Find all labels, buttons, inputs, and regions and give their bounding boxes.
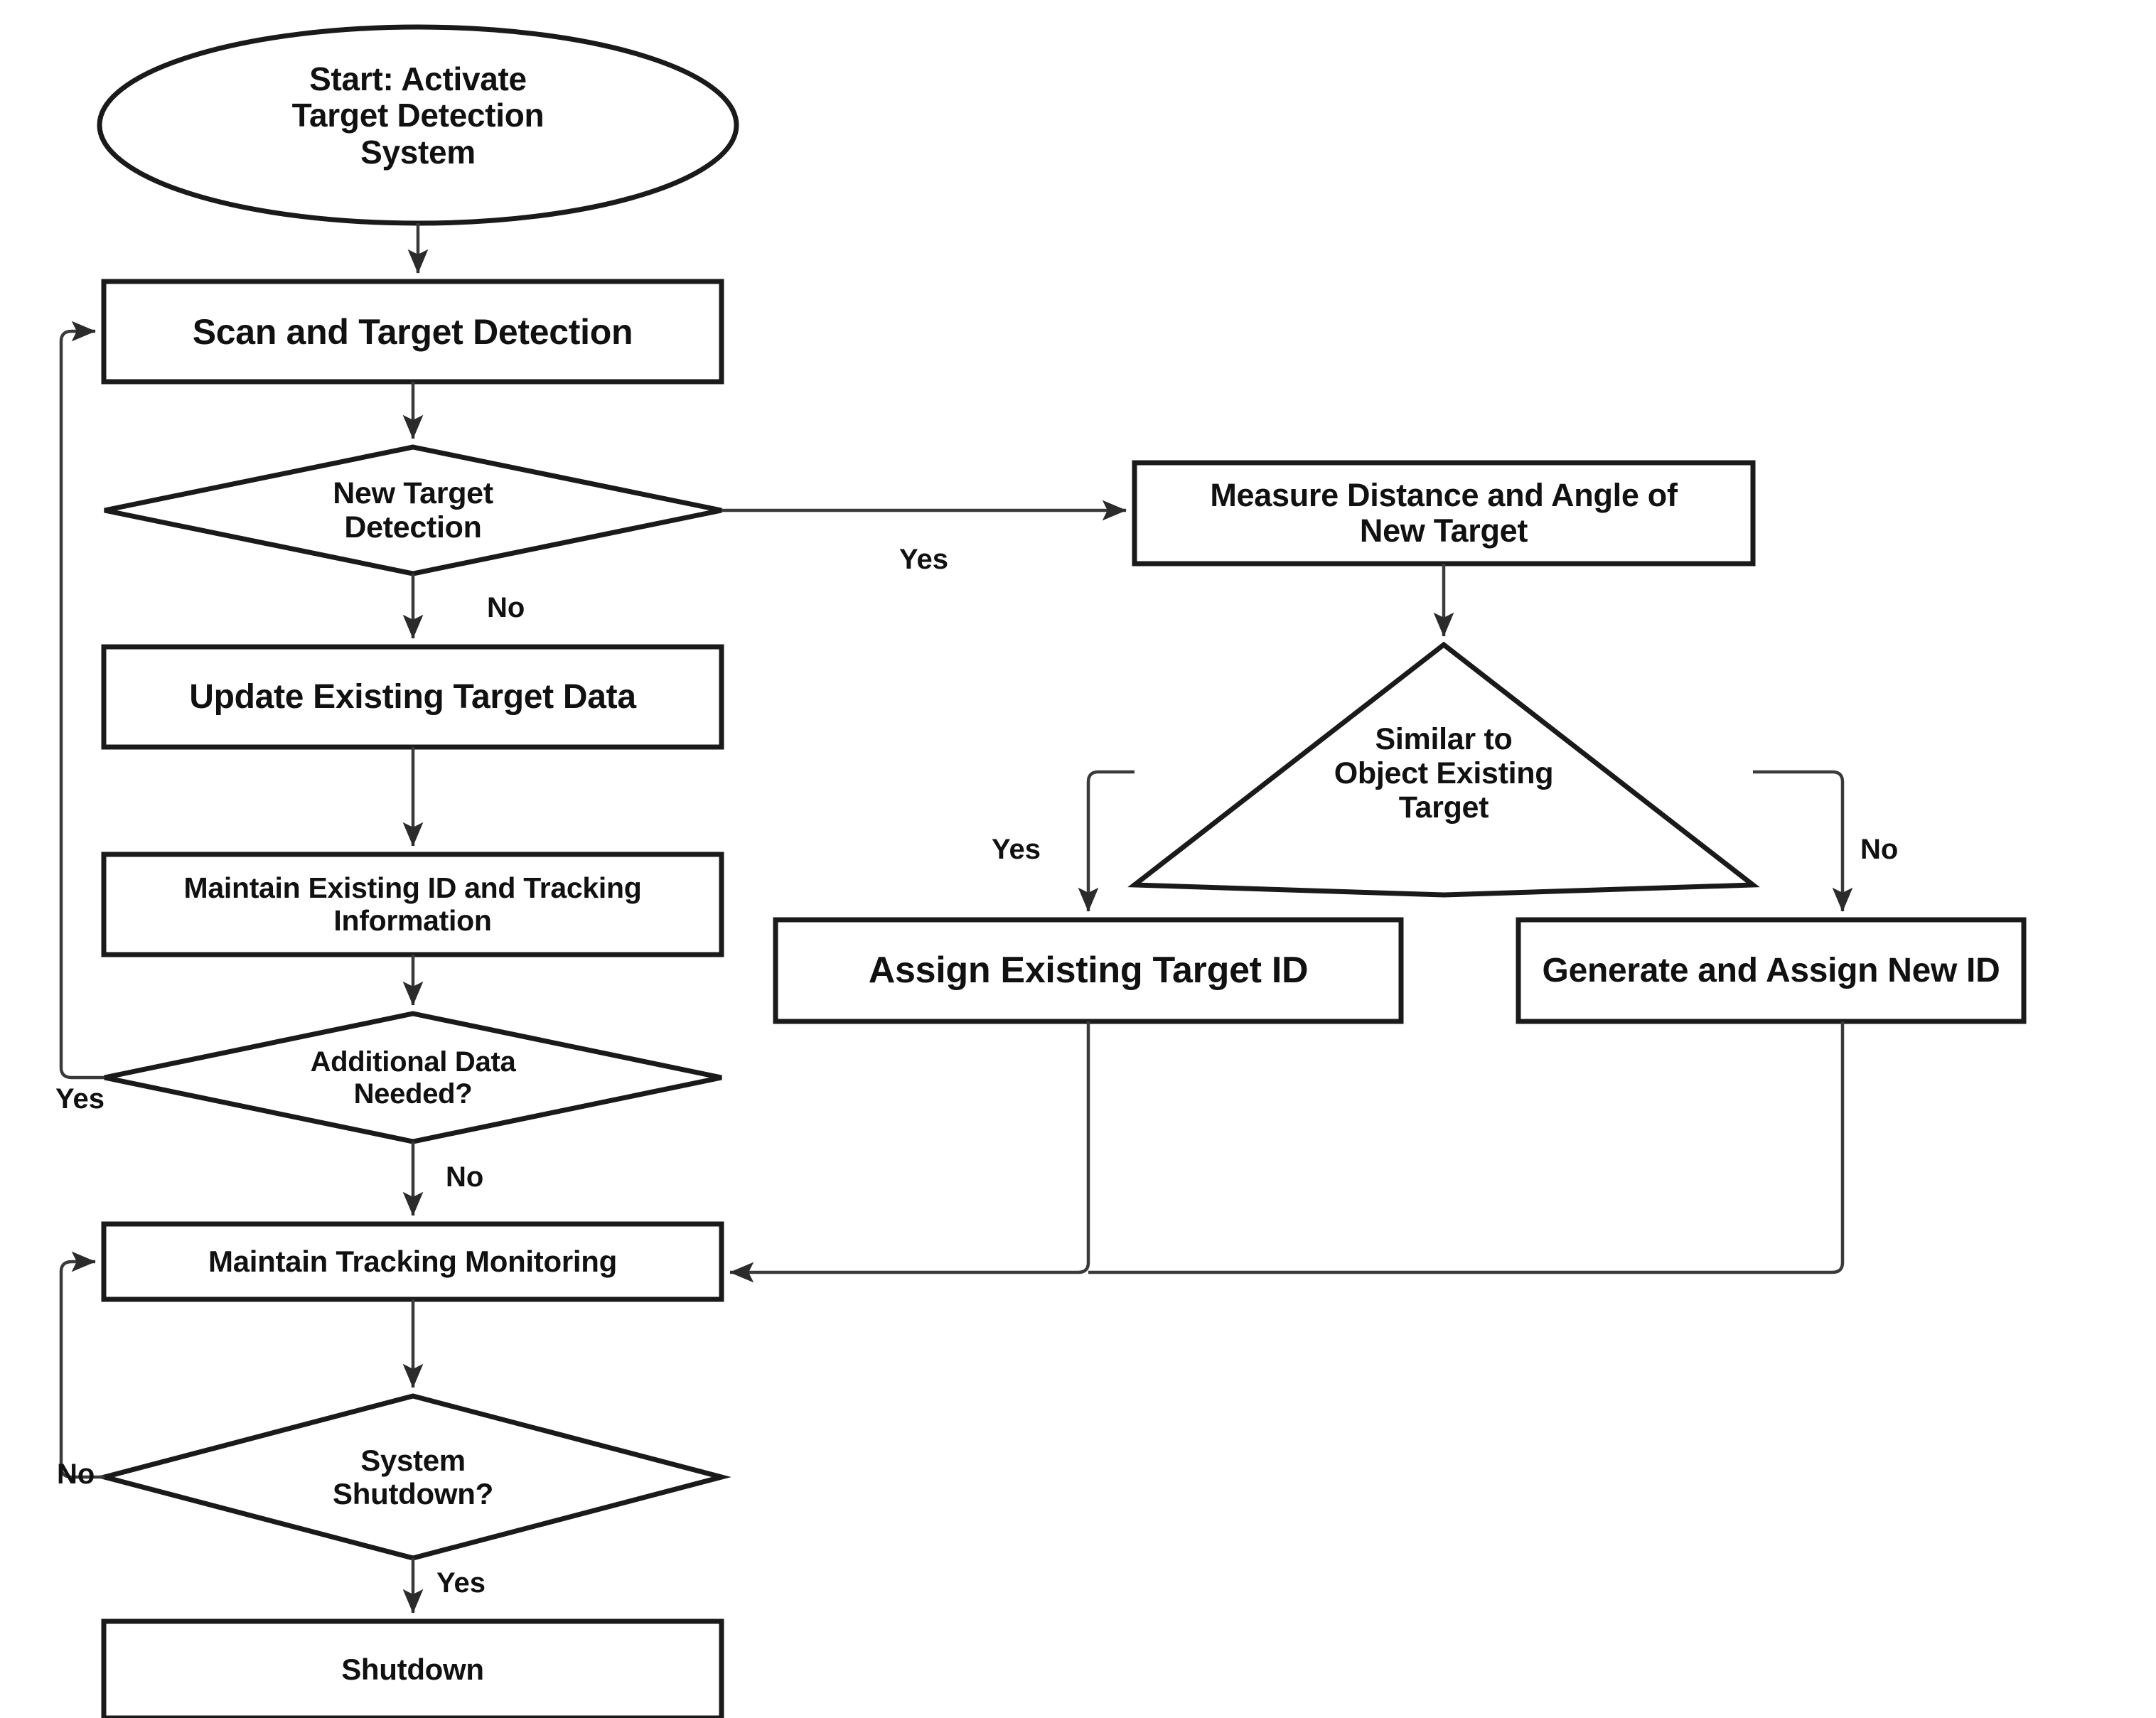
- generate-new-box-shape: [1516, 917, 2027, 1024]
- edge-generate-to-join: [1088, 1021, 1845, 1274]
- edge-assign-to-join: [729, 1021, 1090, 1283]
- edge-similar-no-to-generate: [1753, 770, 1853, 912]
- update-existing-box-shape: [101, 644, 724, 750]
- shutdown-box-shape: [101, 1618, 724, 1718]
- maintain-tracking-box-shape: [101, 1221, 724, 1302]
- edge-additional-yes-to-scan: [59, 321, 104, 1080]
- edge-similar-yes-to-assign: [1078, 770, 1135, 912]
- measure-box-shape: [1132, 460, 1756, 567]
- edge-shutdown-no-to-maintaintracking: [59, 1251, 104, 1479]
- scan-box-shape: [101, 279, 724, 385]
- similar-diamond-shape: [1127, 641, 1760, 898]
- assign-existing-box-shape: [773, 917, 1404, 1024]
- maintain-id-box-shape: [101, 852, 724, 957]
- system-shutdown-diamond-shape: [95, 1393, 731, 1561]
- start-ellipse-shape: [97, 24, 739, 226]
- new-target-diamond-shape: [104, 444, 722, 576]
- additional-data-diamond-shape: [104, 1011, 722, 1144]
